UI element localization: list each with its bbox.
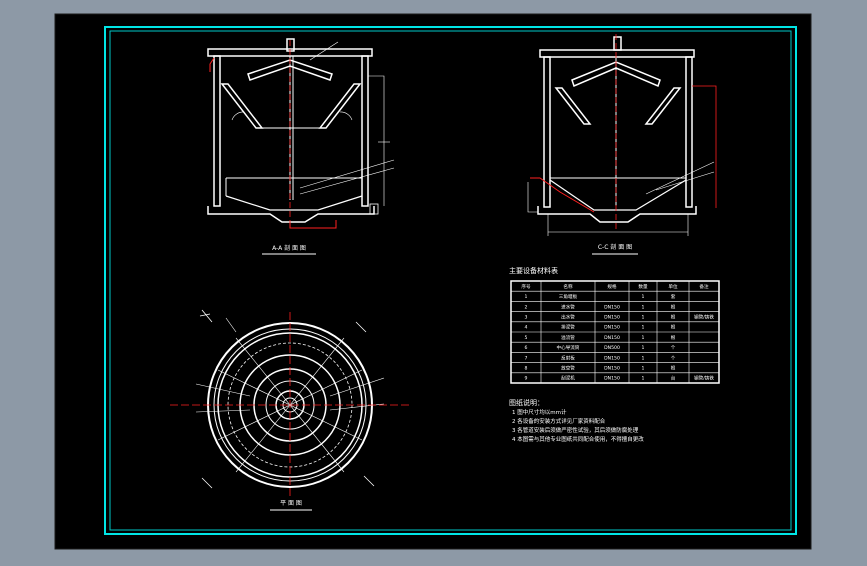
table-cell: 出水管 bbox=[561, 314, 575, 321]
table-cell: DN150 bbox=[604, 366, 620, 372]
table-cell: 套 bbox=[671, 293, 676, 300]
notes-title: 图纸说明： bbox=[509, 398, 544, 407]
table-cell: 进水管 bbox=[561, 303, 575, 310]
table-header-cell: 备注 bbox=[699, 283, 709, 290]
inner-frame bbox=[109, 30, 792, 531]
table-cell: 7 bbox=[525, 355, 528, 361]
table-cell: 个 bbox=[671, 345, 676, 351]
table-cell: 中心导流筒 bbox=[557, 344, 580, 351]
outer-frame bbox=[104, 26, 797, 535]
table-cell: 3 bbox=[525, 315, 528, 321]
table-cell: 反射板 bbox=[561, 354, 575, 361]
table-cell: 1 bbox=[642, 355, 645, 361]
table-cell: 5 bbox=[525, 335, 528, 341]
table-cell: DN500 bbox=[604, 345, 620, 351]
equipment-table: 序号 名称 规格 数量 单位 备注 1 三角堰板 1 套 2 进水管 DN150 1 根 3 出水管 DN150 1… bbox=[510, 280, 720, 384]
table-header-cell: 序号 bbox=[521, 283, 531, 290]
table-cell: 1 bbox=[642, 345, 645, 351]
table-cell: 6 bbox=[525, 345, 528, 351]
table-cell: 刮泥机 bbox=[561, 375, 575, 382]
note-item: 4 本图需与其他专业图纸共同配合使用，不得擅自更改 bbox=[512, 435, 644, 443]
section-c-dim-right bbox=[692, 85, 717, 208]
table-cell: 9 bbox=[525, 376, 528, 382]
table-cell: DN150 bbox=[604, 315, 620, 321]
table-header-cell: 数量 bbox=[638, 283, 648, 290]
table-cell: 1 bbox=[642, 366, 645, 372]
table-cell: 钢管/铸铁 bbox=[694, 375, 714, 382]
table-header-cell: 单位 bbox=[668, 283, 678, 290]
plan-caption: 平 面 图 bbox=[280, 500, 302, 507]
table-cell: 排泥管 bbox=[561, 324, 575, 331]
table-cell: 台 bbox=[671, 375, 676, 382]
section-c-caption: C-C 剖 面 图 bbox=[598, 243, 632, 251]
table-cell: 4 bbox=[525, 325, 528, 331]
table-cell: 根 bbox=[671, 303, 676, 310]
table-cell: 2 bbox=[525, 304, 528, 310]
table-cell: 三角堰板 bbox=[559, 293, 578, 300]
table-cell: 根 bbox=[671, 324, 676, 331]
table-cell: 1 bbox=[642, 294, 645, 300]
table-cell: 根 bbox=[671, 334, 676, 341]
table-cell: DN150 bbox=[604, 355, 620, 361]
table-cell: 放空管 bbox=[561, 365, 575, 372]
table-cell: 8 bbox=[525, 366, 528, 372]
section-a-inlet bbox=[209, 57, 215, 72]
section-c-c bbox=[527, 36, 715, 236]
table-cell: 1 bbox=[642, 315, 645, 321]
table-cell: 根 bbox=[671, 365, 676, 372]
table-cell: 钢管/铸铁 bbox=[694, 314, 714, 321]
table-cell: 个 bbox=[671, 355, 676, 361]
table-cell: 1 bbox=[642, 304, 645, 310]
note-item: 3 各管道安装后须做严密性试验，其后须做防腐处理 bbox=[512, 426, 639, 434]
table-header-cell: 规格 bbox=[607, 283, 617, 290]
table-cell: 1 bbox=[642, 325, 645, 331]
note-item: 2 各设备的安装方式详见厂家资料配合 bbox=[512, 417, 606, 425]
table-cell: DN150 bbox=[604, 304, 620, 310]
table-cell: DN150 bbox=[604, 335, 620, 341]
section-a-drain-pipe bbox=[289, 220, 337, 229]
section-a-caption: A-A 剖 面 图 bbox=[272, 244, 306, 252]
table-cell: 溢流管 bbox=[561, 334, 575, 341]
note-item: 1 图中尺寸均以mm计 bbox=[512, 408, 567, 416]
table-cell: DN150 bbox=[604, 376, 620, 382]
table-cell: 1 bbox=[642, 376, 645, 382]
table-header-cell: 名称 bbox=[563, 283, 573, 290]
section-c-inlet-pipe bbox=[530, 177, 595, 213]
table-cell: 1 bbox=[525, 294, 528, 300]
table-cell: 1 bbox=[642, 335, 645, 341]
table-cell: 根 bbox=[671, 314, 676, 321]
table-cell: DN150 bbox=[604, 325, 620, 331]
table-title: 主要设备材料表 bbox=[509, 266, 558, 275]
